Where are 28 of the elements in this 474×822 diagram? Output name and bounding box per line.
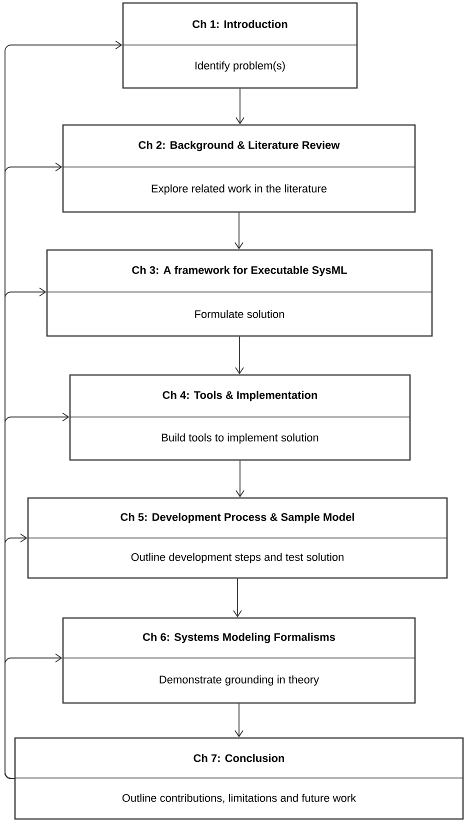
arrow xyxy=(236,88,244,124)
chapter-description: Demonstrate grounding in theory xyxy=(160,675,320,686)
chapter-description: Outline contributions, limitations and future work xyxy=(122,794,356,804)
chapter-title: Ch 1: Introduction xyxy=(192,20,288,28)
chapter-description: Build tools to implement solution xyxy=(162,433,318,444)
chapter-title: Ch 7: Conclusion xyxy=(194,754,284,762)
arrow xyxy=(235,336,244,374)
chapter-title: Ch 6: Systems Modeling Formalisms xyxy=(142,632,335,644)
chapter-box xyxy=(69,374,411,461)
chapter-box xyxy=(122,2,358,89)
arrow xyxy=(234,703,244,738)
chapter-title: Ch 5: Development Process & Sample Model xyxy=(120,512,354,524)
chapter-box xyxy=(62,124,416,213)
chapter-description: Formulate solution xyxy=(195,310,284,318)
chapter-title: Ch 4: Tools & Implementation xyxy=(162,390,318,402)
chapter-title: Ch 3: A framework for Executable SysML xyxy=(132,266,347,276)
chapter-box xyxy=(46,249,433,337)
arrow xyxy=(236,460,244,498)
chapter-box xyxy=(62,617,416,704)
chapter-description: Outline development steps and test solution xyxy=(131,552,344,564)
chapter-description: Identify problem(s) xyxy=(195,61,285,72)
arrow xyxy=(233,578,242,618)
chapter-box xyxy=(27,497,448,579)
chapter-title: Ch 2: Background & Literature Review xyxy=(138,140,340,152)
chapter-description: Explore related work in the literature xyxy=(152,184,327,195)
arrow xyxy=(234,212,244,250)
arrow xyxy=(4,654,62,779)
chapter-box xyxy=(14,737,464,820)
